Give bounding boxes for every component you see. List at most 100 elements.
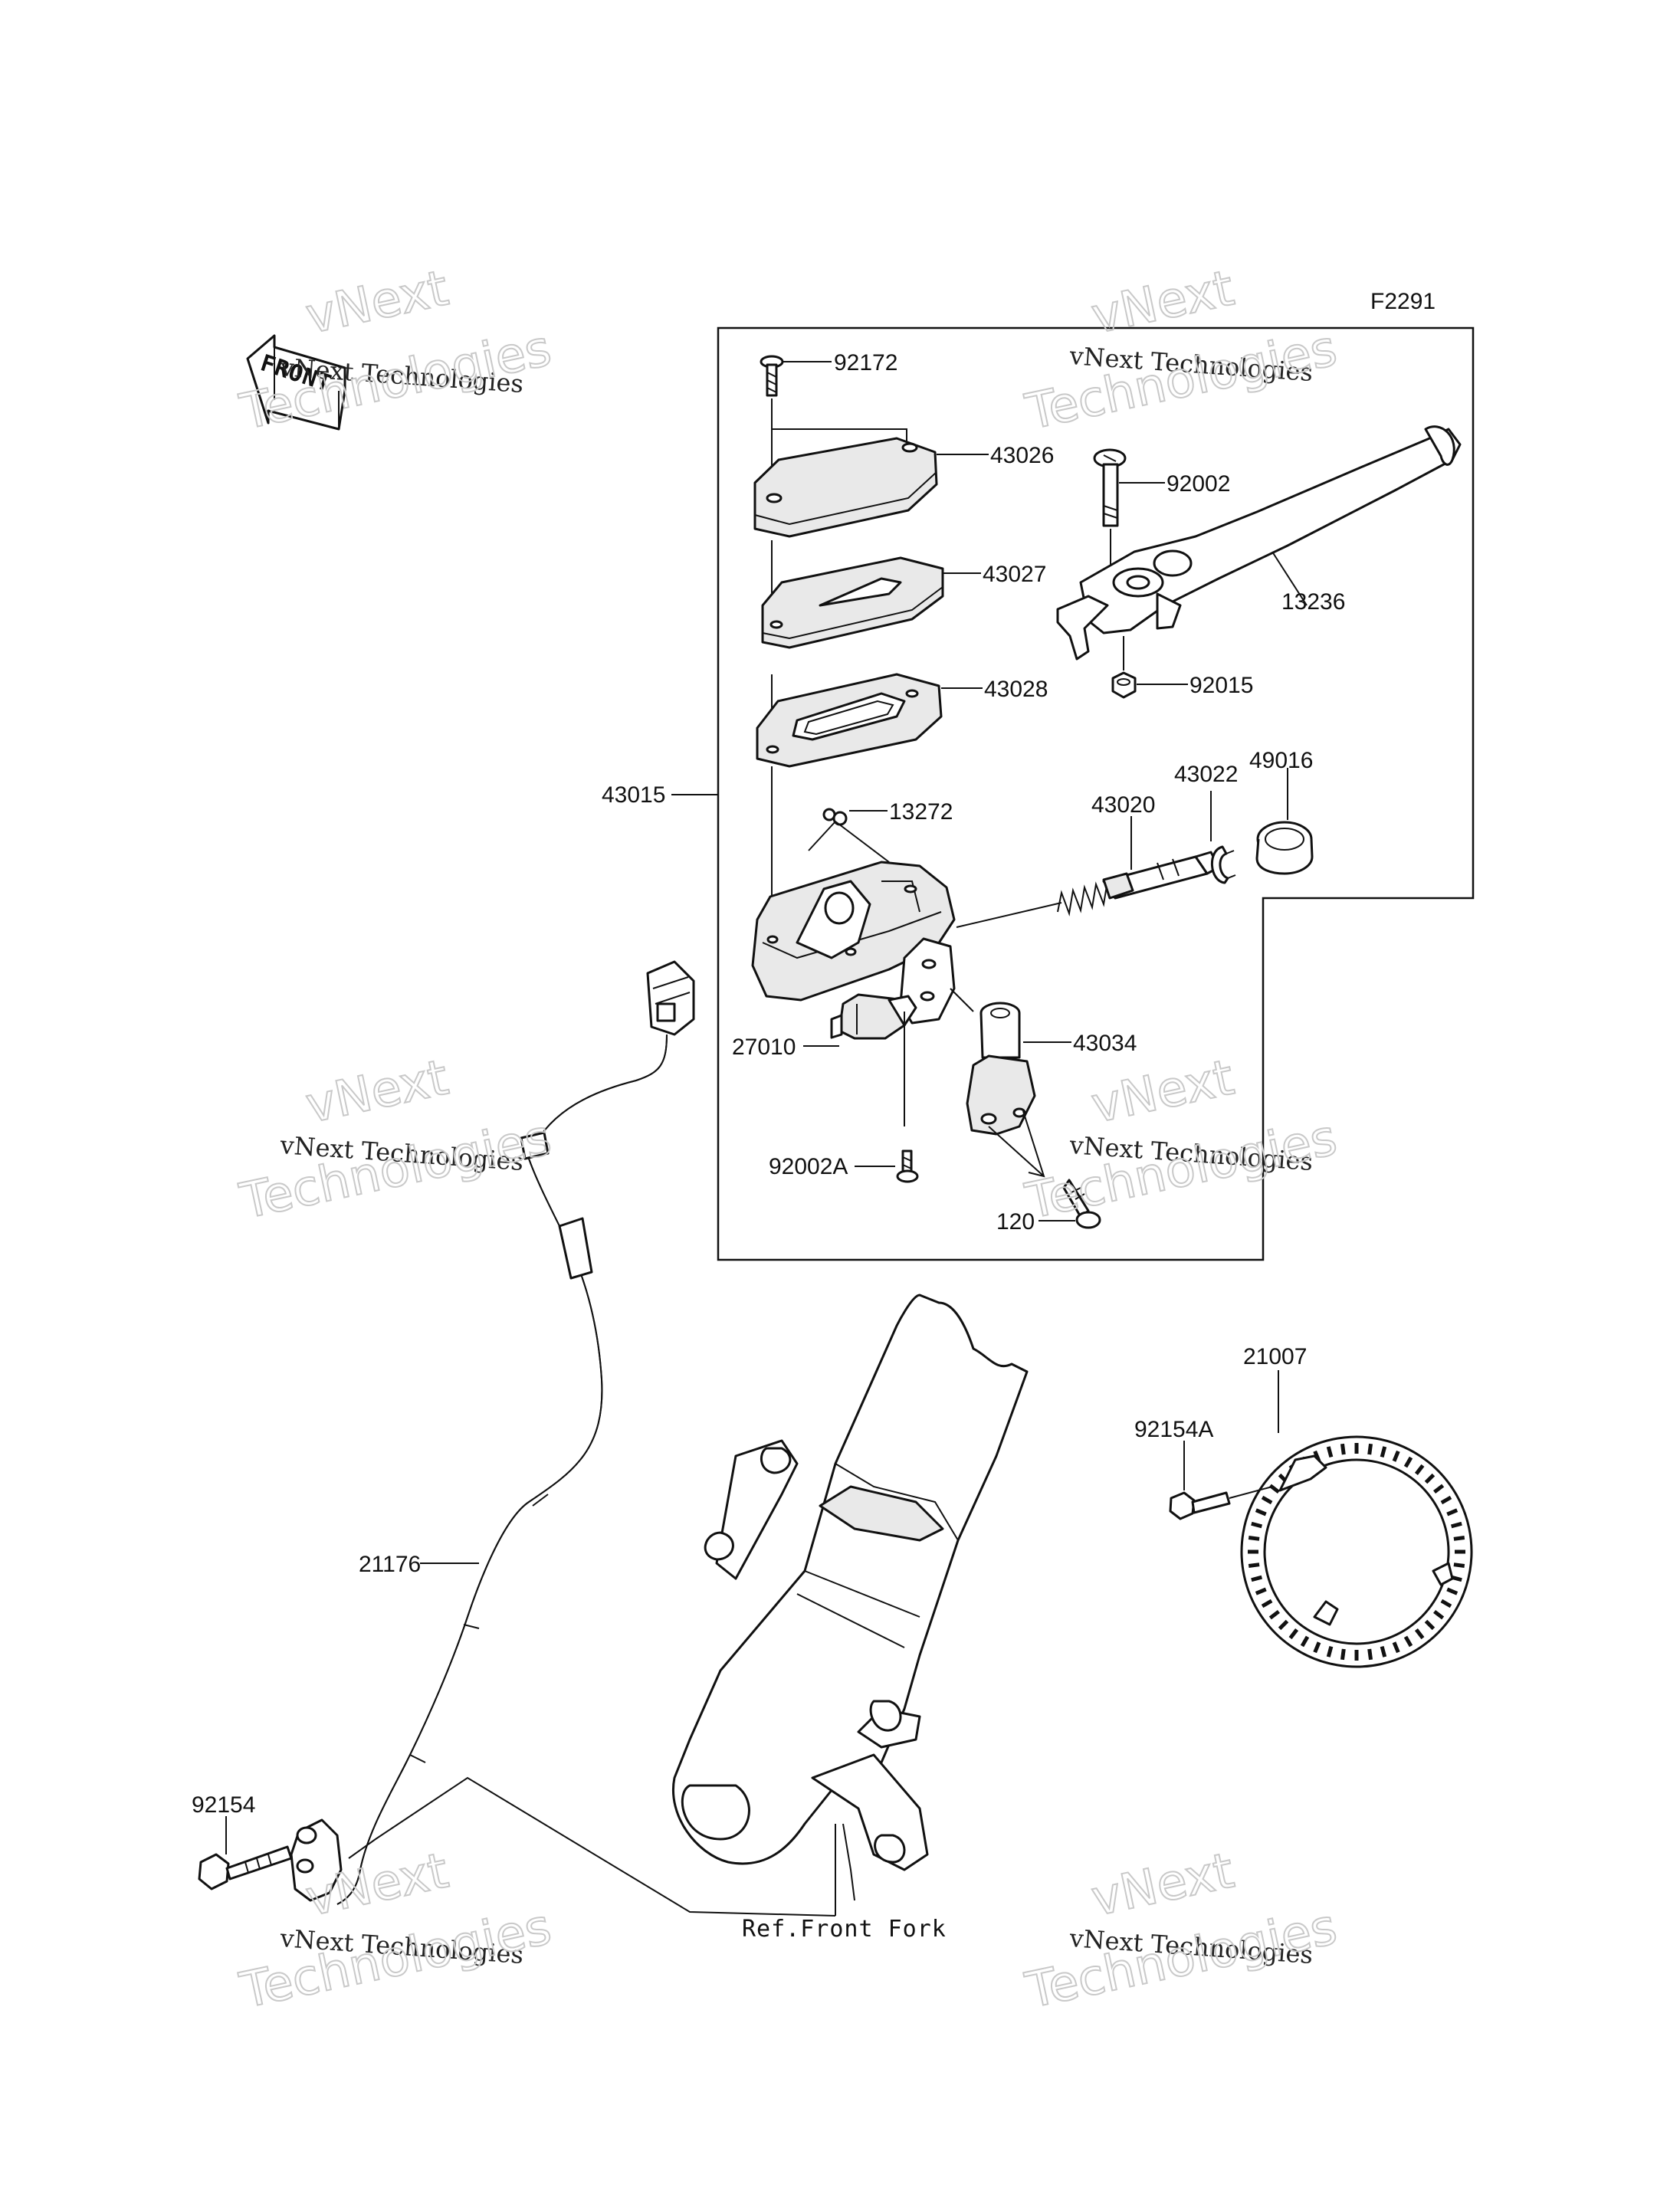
piston-kit-43020: [1057, 851, 1220, 917]
front-arrow-icon: FRONT: [246, 334, 346, 431]
rotor-tooth: [1248, 1562, 1260, 1569]
watermark-group-3: vNext vNext Technologies Technologies: [235, 1048, 557, 1231]
svg-text:vNext: vNext: [1087, 260, 1239, 345]
bolt-120: [1062, 1179, 1101, 1229]
brake-lever-13236: [1056, 425, 1462, 661]
rotor-tooth: [1248, 1535, 1260, 1541]
rotor-tooth: [1453, 1535, 1465, 1541]
watermark-group-5: vNext vNext Technologies Technologies: [235, 1841, 557, 2020]
rotor-tooth: [1367, 1443, 1373, 1455]
brake-switch-27010: [830, 993, 917, 1040]
rotor-tooth: [1403, 1456, 1413, 1468]
svg-text:Technologies: Technologies: [235, 320, 556, 441]
watermark-group-4: vNext vNext Technologies Technologies: [1020, 1048, 1343, 1231]
label-43034: 43034: [1073, 1031, 1137, 1056]
label-13272: 13272: [889, 799, 953, 825]
label-43015: 43015: [602, 782, 665, 808]
label-92154: 92154: [192, 1792, 255, 1818]
dust-boot-49016: [1255, 821, 1314, 875]
diaphragm-43028: [756, 673, 943, 768]
rotor-tooth: [1255, 1508, 1267, 1517]
rotor-tooth: [1424, 1473, 1436, 1484]
rotor-tooth: [1367, 1648, 1373, 1661]
rotor-tooth: [1278, 1619, 1289, 1631]
label-49016: 49016: [1249, 748, 1313, 773]
rotor-tooth: [1326, 1446, 1334, 1458]
clip-13272: [822, 808, 848, 826]
screw-92002a: [896, 1149, 919, 1183]
watermark-group-2: vNext vNext Technologies Technologies: [1020, 259, 1343, 441]
rotor-tooth: [1392, 1450, 1400, 1462]
rotor-tooth: [1424, 1619, 1436, 1631]
rotor-tooth: [1440, 1495, 1452, 1505]
svg-text:vNext: vNext: [301, 1049, 453, 1134]
svg-text:vNext: vNext: [1087, 1842, 1239, 1927]
rotor-tooth: [1403, 1635, 1413, 1648]
svg-text:Technologies: Technologies: [1021, 1899, 1342, 2020]
svg-text:Technologies: Technologies: [235, 1899, 556, 2020]
label-43027: 43027: [983, 562, 1046, 587]
pivot-bolt-92002: [1093, 448, 1127, 527]
label-43026: 43026: [990, 443, 1054, 468]
rotor-tooth: [1251, 1521, 1263, 1529]
circlip-43022: [1210, 845, 1236, 884]
rotor-tooth: [1433, 1609, 1445, 1620]
rotor-tooth: [1261, 1495, 1273, 1505]
label-43022: 43022: [1174, 762, 1238, 787]
assembly-box: [717, 326, 1475, 1261]
label-43020: 43020: [1091, 792, 1155, 818]
abs-sensor-harness-21176: [290, 960, 695, 1905]
label-92154a: 92154A: [1134, 1417, 1213, 1442]
rotor-tooth: [1392, 1641, 1400, 1654]
rotor-tooth: [1446, 1587, 1459, 1595]
screw-92172: [760, 355, 784, 397]
rotor-tooth: [1414, 1464, 1425, 1475]
reference-label: Ref.Front Fork: [742, 1916, 947, 1943]
svg-text:Technologies: Technologies: [1021, 1110, 1342, 1231]
label-21176: 21176: [359, 1552, 421, 1577]
master-cylinder-body: [751, 861, 956, 1025]
rotor-tooth: [1251, 1575, 1263, 1582]
label-92002: 92002: [1166, 471, 1230, 497]
nut-92015: [1111, 671, 1137, 699]
rotor-tooth: [1300, 1635, 1310, 1648]
rotor-tooth: [1450, 1521, 1462, 1529]
holder-clamp-43034: [966, 1002, 1036, 1136]
rotor-tooth: [1380, 1446, 1387, 1458]
rotor-tooth: [1440, 1599, 1452, 1608]
label-27010: 27010: [732, 1035, 796, 1060]
label-92015: 92015: [1189, 673, 1253, 698]
svg-text:Technologies: Technologies: [235, 1110, 556, 1231]
label-120: 120: [996, 1209, 1035, 1235]
rotor-tooth: [1433, 1484, 1445, 1494]
rotor-tooth: [1453, 1562, 1465, 1569]
rotor-tooth: [1268, 1609, 1280, 1620]
rotor-tooth: [1340, 1648, 1346, 1661]
rotor-tooth: [1288, 1628, 1299, 1640]
diaphragm-plate-43027: [761, 556, 944, 649]
bolt-92154a: [1169, 1491, 1231, 1520]
label-92002a: 92002A: [769, 1154, 848, 1179]
label-43028: 43028: [984, 677, 1048, 702]
rotor-tooth: [1313, 1641, 1321, 1654]
rotor-tooth: [1255, 1587, 1267, 1595]
label-21007: 21007: [1243, 1344, 1307, 1369]
svg-text:vNext: vNext: [1087, 1049, 1239, 1134]
svg-text:Technologies: Technologies: [1021, 320, 1342, 441]
rotor-tooth: [1446, 1508, 1459, 1517]
rotor-tooth: [1380, 1645, 1387, 1658]
svg-text:vNext: vNext: [301, 260, 453, 345]
rotor-tooth: [1340, 1443, 1346, 1455]
label-13236: 13236: [1281, 589, 1345, 615]
rotor-tooth: [1261, 1599, 1273, 1608]
front-fork-reference: [672, 1294, 1029, 1916]
rotor-tooth: [1414, 1628, 1425, 1640]
bolt-92154: [198, 1845, 293, 1890]
watermark-group-6: vNext vNext Technologies Technologies: [1020, 1841, 1343, 2020]
label-92172: 92172: [834, 350, 897, 375]
reservoir-cover-43026: [753, 437, 938, 538]
figure-code: F2291: [1370, 289, 1436, 314]
rotor-tooth: [1326, 1645, 1334, 1658]
abs-rotor-21007: [1240, 1435, 1473, 1668]
